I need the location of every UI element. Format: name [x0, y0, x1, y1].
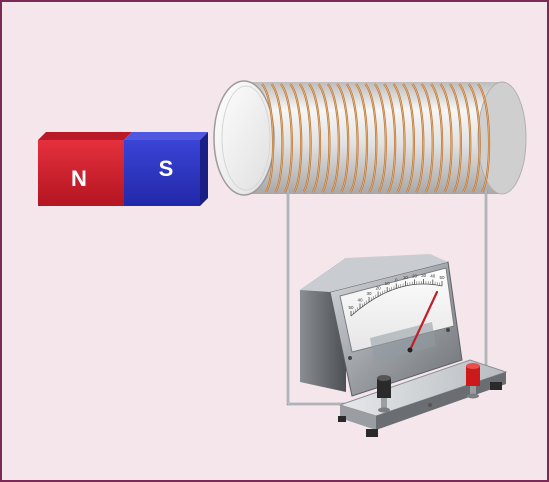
meter-scale-label: 30	[367, 291, 373, 296]
magnet-south-top	[124, 132, 208, 140]
meter-screw	[348, 356, 352, 360]
meter-scale-label: 20	[412, 274, 418, 279]
wire-right-highlight	[474, 190, 486, 384]
magnet-south-label: S	[159, 156, 174, 181]
meter-scale-label: 30	[421, 273, 427, 278]
magnet-north-top	[38, 132, 132, 140]
meter-scale-label: 10	[403, 275, 409, 280]
meter-scale-label: 20	[376, 286, 382, 291]
meter-base-screw	[428, 403, 432, 407]
meter-scale-label: 50	[348, 305, 354, 310]
wire-right	[474, 190, 486, 384]
meter-foot	[490, 382, 502, 390]
meter-scale-label: 50	[439, 275, 445, 280]
coil-assembly	[214, 81, 526, 195]
magnet-end-face	[200, 132, 208, 206]
meter-screw	[446, 328, 450, 332]
meter-scale-label: 10	[385, 281, 391, 286]
magnet-north-label: N	[71, 166, 87, 191]
meter-scale-label: 40	[430, 274, 436, 279]
meter-needle-pivot	[408, 348, 413, 353]
meter-foot	[338, 416, 346, 422]
meter-scale-label: 40	[358, 298, 364, 303]
bar-magnet: N S	[38, 132, 208, 206]
meter-foot	[366, 429, 378, 437]
coil-cylinder-left-face	[214, 81, 274, 195]
